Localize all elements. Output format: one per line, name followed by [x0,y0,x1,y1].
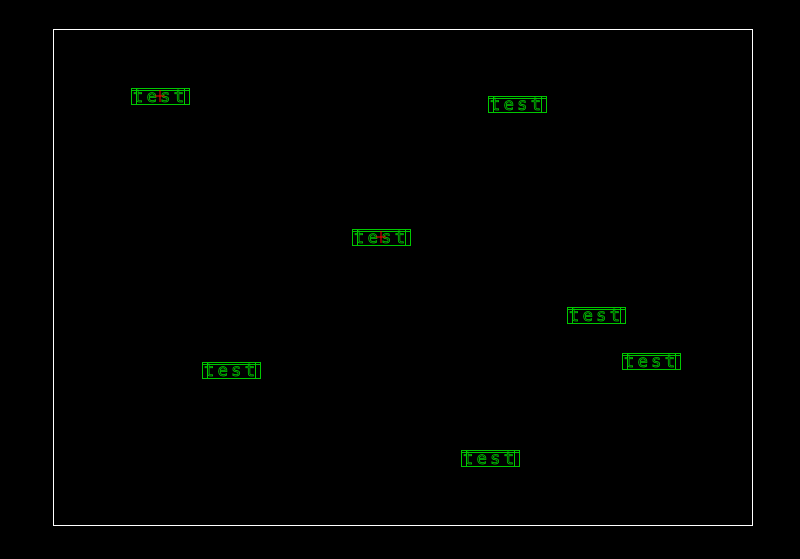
label-text: test [204,361,258,381]
text-label[interactable]: test [622,352,681,372]
label-text: test [354,228,408,248]
text-label[interactable]: test [488,95,547,115]
text-label[interactable]: test [352,228,411,248]
insertion-point-marker [376,231,386,243]
text-label[interactable]: test [567,306,626,326]
label-text: test [490,95,544,115]
text-label[interactable]: test [131,87,190,107]
label-bounding-box [202,362,261,379]
text-label[interactable]: test [202,361,261,381]
label-bounding-box [622,353,681,370]
insertion-point-marker [155,90,165,102]
drawing-border [53,29,753,526]
label-bounding-box [567,307,626,324]
label-text: test [569,306,623,326]
label-bounding-box [461,450,520,467]
text-label[interactable]: test [461,449,520,469]
label-bounding-box [352,229,411,246]
label-text: test [463,449,517,469]
label-text: test [133,87,187,107]
label-text: test [624,352,678,372]
label-bounding-box [131,88,190,105]
label-bounding-box [488,96,547,113]
